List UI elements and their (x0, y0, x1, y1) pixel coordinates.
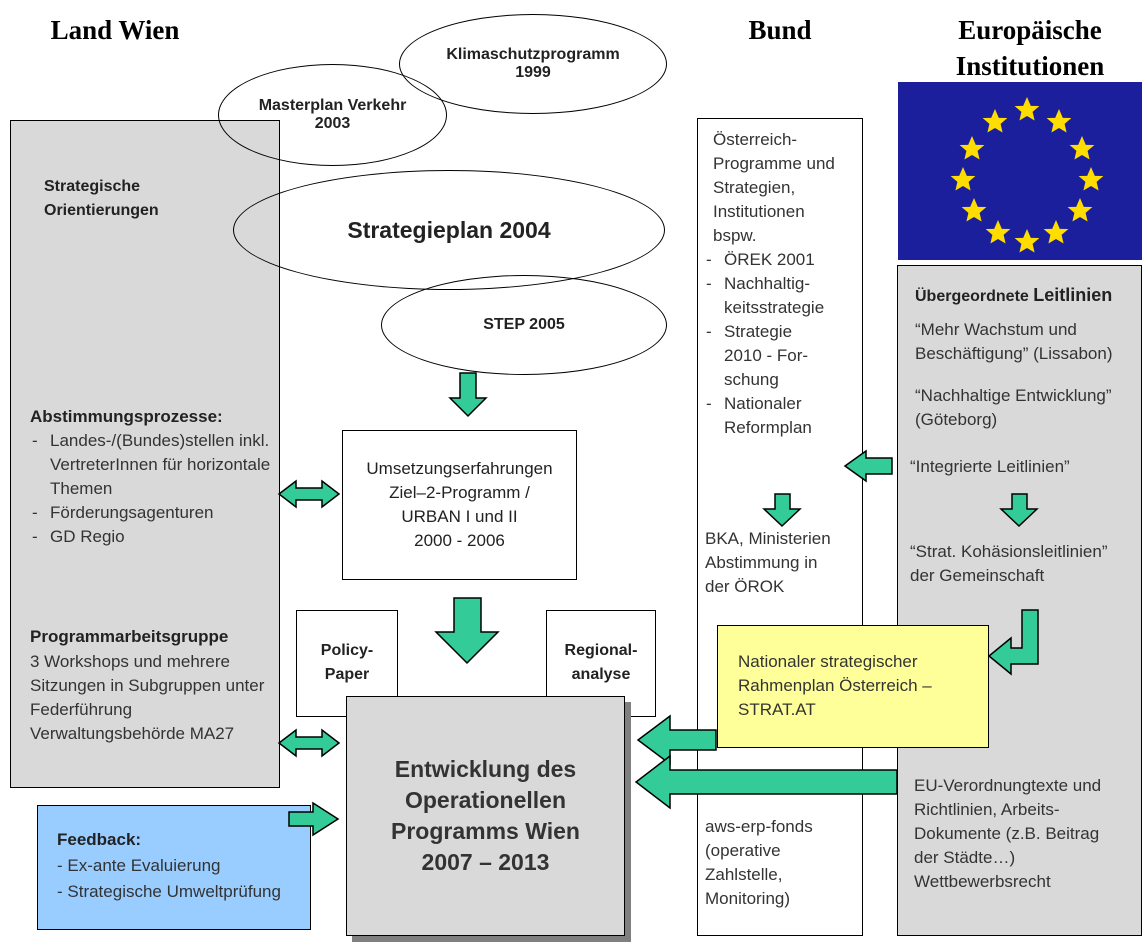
eu-lissabon: “Mehr Wachstum und Beschäftigung” (Lissa… (915, 320, 1113, 363)
umsetzung-box: Umsetzungserfahrungen Ziel–2-Programm / … (342, 430, 577, 580)
bund-item: Nationaler Reformplan (704, 392, 859, 440)
eu-goteborg: “Nachhaltige Entwicklung” (Göteborg) (915, 386, 1112, 429)
abstimmung-item: Förderungsagenturen (30, 501, 275, 525)
eu-title-a: Übergeordnete (915, 288, 1034, 305)
header-eu: Europäische Institutionen (955, 15, 1105, 81)
ellipse-masterplan: Masterplan Verkehr 2003 (218, 64, 447, 166)
feedback-item: - Ex-ante Evaluierung (57, 856, 221, 875)
entwicklung-box: Entwicklung des Operationellen Programms… (346, 696, 625, 936)
bund-item: ÖREK 2001 (704, 248, 859, 272)
arrow-down-icon (762, 493, 802, 528)
arrow-left-icon (634, 754, 898, 810)
arrow-down-icon (448, 372, 488, 418)
abstimmung-item: Landes-/(Bundes)stellen inkl. VertreterI… (30, 429, 275, 501)
arrow-down-icon (999, 493, 1039, 528)
strat-at-box: Nationaler strategischer Rahmenplan Öste… (717, 625, 989, 748)
strat-at-text: Nationaler strategischer Rahmenplan Öste… (738, 652, 932, 719)
entwicklung-text: Entwicklung des Operationellen Programms… (391, 756, 580, 875)
strategische-orientierungen: Strategische Orientierungen (44, 178, 159, 219)
feedback-box: Feedback: - Ex-ante Evaluierung - Strate… (37, 805, 311, 930)
masterplan-label: Masterplan Verkehr 2003 (258, 97, 407, 132)
feedback-item: - Strategische Umweltprüfung (57, 882, 281, 901)
bund-item: Strategie 2010 - For- schung (704, 320, 859, 392)
arrow-double-icon (277, 479, 341, 509)
ellipse-step: STEP 2005 (381, 275, 667, 375)
programm-text: 3 Workshops und mehrere Sitzungen in Sub… (30, 652, 265, 743)
arrow-right-icon (288, 801, 340, 837)
eu-title-b: Leitlinien (1033, 285, 1113, 305)
strategieplan-label: Strategieplan 2004 (347, 216, 551, 243)
arrow-elbow-icon (987, 609, 1039, 676)
eu-panel (897, 265, 1142, 936)
abstimmung-item: GD Regio (30, 525, 275, 549)
header-land-wien: Land Wien (50, 15, 180, 45)
eu-verordnung: EU-Verordnungtexte und Richtlinien, Arbe… (914, 776, 1102, 891)
arrow-left-icon (843, 449, 893, 483)
abstimmung-list: Landes-/(Bundes)stellen inkl. VertreterI… (30, 429, 275, 549)
eu-kohaesion: “Strat. Kohäsionsleitlinien” der Gemeins… (910, 542, 1108, 585)
bund-bka: BKA, Ministerien Abstimmung in der ÖROK (705, 529, 831, 596)
arrow-down-icon (434, 597, 500, 665)
header-bund: Bund (748, 15, 812, 45)
policy-paper-text: Policy- Paper (320, 642, 374, 683)
abstimmung-title: Abstimmungsprozesse: (30, 407, 223, 426)
eu-integrierte: “Integrierte Leitlinien” (910, 457, 1070, 476)
klimaschutz-label: Klimaschutzprogramm 1999 (446, 46, 620, 81)
eu-flag (898, 82, 1142, 260)
umsetzung-text: Umsetzungserfahrungen Ziel–2-Programm / … (366, 459, 553, 550)
ellipse-klimaschutz: Klimaschutzprogramm 1999 (399, 14, 667, 114)
programm-title: Programmarbeitsgruppe (30, 627, 229, 646)
bund-intro: Österreich- Programme und Strategien, In… (713, 130, 835, 245)
bund-aws: aws-erp-fonds (operative Zahlstelle, Mon… (705, 817, 813, 908)
regionalanalyse-text: Regional- analyse (564, 642, 638, 683)
arrow-double-icon (277, 728, 341, 758)
eu-title: Übergeordnete Leitlinien (915, 283, 1112, 309)
arrow-left-icon (636, 714, 717, 766)
feedback-title: Feedback: (57, 830, 142, 849)
bund-item: Nachhaltig- keitsstrategie (704, 272, 859, 320)
step-label: STEP 2005 (483, 316, 565, 333)
bund-list: ÖREK 2001 Nachhaltig- keitsstrategie Str… (704, 248, 859, 440)
